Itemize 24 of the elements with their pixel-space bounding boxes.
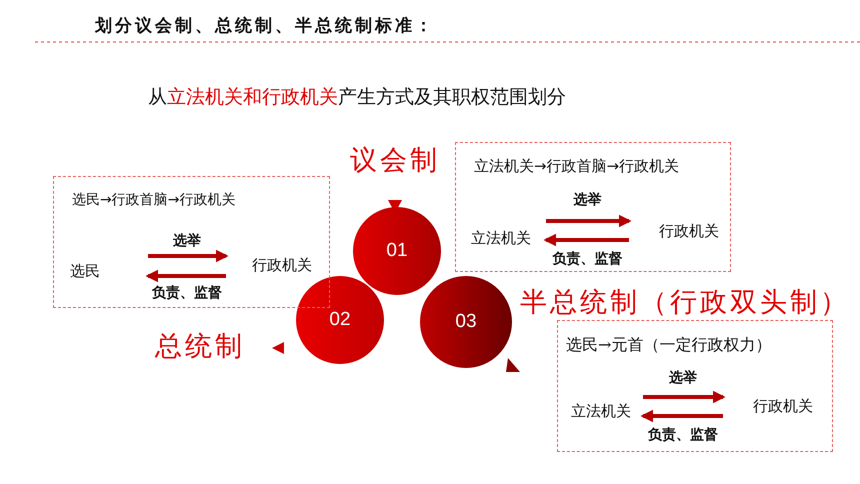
- term-label: 行政机关: [629, 216, 719, 246]
- edge-label: 选举: [668, 369, 698, 387]
- subtitle-text: 产生方式及其职权范围划分: [338, 86, 566, 108]
- edge-label: 负责、监督: [151, 284, 223, 302]
- subtitle-text: 立法机关和行政机关: [167, 86, 338, 108]
- edge-label: 选举: [572, 191, 602, 209]
- edge-label: 负责、监督: [647, 426, 719, 444]
- term-label: 立法机关: [571, 396, 643, 426]
- numbered-circle: 01: [353, 207, 441, 295]
- term-label: 选民: [70, 251, 148, 291]
- term-label: 行政机关: [723, 391, 813, 421]
- system-heading: 总统制: [155, 330, 245, 364]
- numbered-circle: 03: [420, 276, 512, 368]
- edge-label: 负责、监督: [552, 250, 624, 268]
- system-heading: 半总统制（行政双头制）: [520, 286, 850, 320]
- numbered-circle: 02: [296, 276, 384, 364]
- term-label: 立法机关: [471, 223, 546, 253]
- system-heading: 议会制: [350, 144, 440, 178]
- subtitle-text: 从: [148, 86, 167, 108]
- flow-text: 选民→元首（一定行政权力）: [566, 335, 772, 356]
- flow-text: 选民→行政首脑→行政机关: [72, 191, 236, 209]
- flow-text: 立法机关→行政首脑→行政机关: [474, 157, 680, 176]
- title: 划分议会制、总统制、半总统制标准：: [95, 15, 435, 37]
- edge-label: 选举: [172, 232, 202, 250]
